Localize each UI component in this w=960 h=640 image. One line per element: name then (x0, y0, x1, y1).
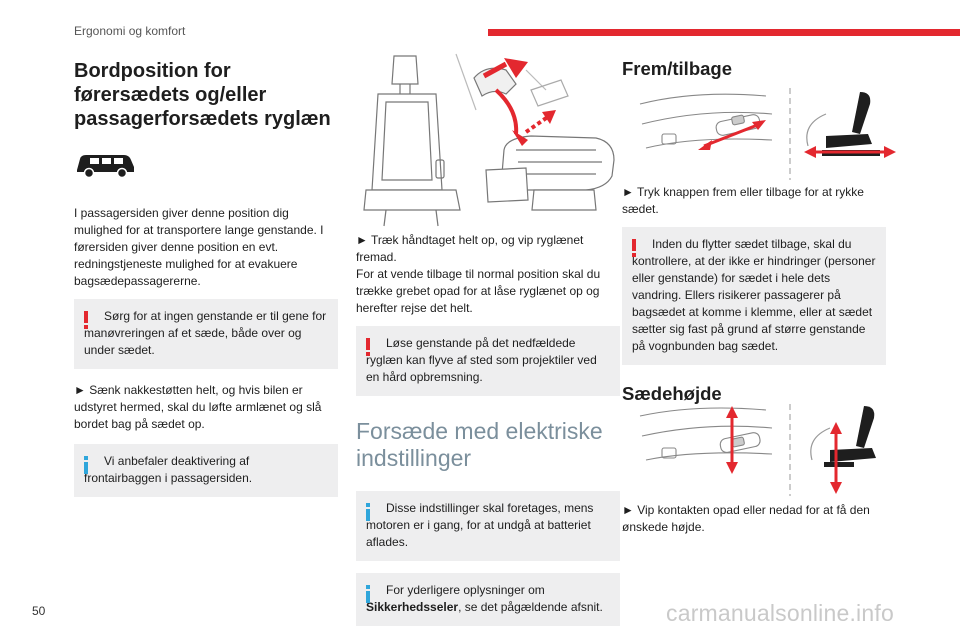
forward-back-step: ► Tryk knappen frem eller tilbage for at… (622, 185, 864, 216)
height-step: ► Vip kontakten opad eller nedad for at … (622, 503, 870, 534)
section-heading-frem-tilbage: Frem/tilbage (622, 58, 732, 79)
warning-box: Sørg for at ingen genstande er til gene … (74, 299, 338, 369)
warning-icon (632, 239, 636, 257)
info-icon (84, 456, 88, 474)
warning-icon (366, 338, 370, 356)
info-icon (366, 585, 370, 603)
column-right-bottom: ► Vip kontakten opad eller nedad for at … (622, 502, 886, 536)
info-text-post: , se det pågældende afsnit. (458, 600, 603, 614)
column-left: Bordposition for førersædets og/eller pa… (74, 52, 338, 497)
column-right-lower: ► Tryk knappen frem eller tilbage for at… (622, 184, 886, 405)
warning-icon (84, 311, 88, 329)
warning-text: Løse genstande på det nedfældede ryglæn … (366, 336, 597, 384)
van-icon (74, 151, 338, 181)
info-box-seatbelts: For yderligere oplysninger om Sikkerheds… (356, 573, 620, 626)
intro-paragraph: I passagersiden giver denne position dig… (74, 206, 324, 288)
seat-fold-illustration (356, 50, 620, 228)
seat-forward-back-illustration (636, 84, 898, 180)
info-box-engine: Disse indstillinger skal foretages, mens… (356, 491, 620, 561)
section-heading-electric-seat: Forsæde med elektriske indstillinger (356, 418, 603, 471)
section-heading-saedehojde: Sædehøjde (622, 383, 722, 404)
info-text-bold: Sikkerhedsseler (366, 600, 459, 614)
column-middle: ► Træk håndtaget helt op, og vip ryglæne… (356, 232, 620, 626)
info-icon (366, 503, 370, 521)
watermark: carmanualsonline.info (666, 600, 894, 626)
section-title: Ergonomi og komfort (74, 24, 186, 38)
column-right: Frem/tilbage (622, 58, 886, 80)
seat-height-illustration (636, 400, 898, 496)
page-number: 50 (32, 604, 46, 618)
info-text-pre: For yderligere oplysninger om (386, 583, 545, 597)
warning-box-obstacles: Inden du flytter sædet tilbage, skal du … (622, 227, 886, 365)
warning-box-loose-objects: Løse genstande på det nedfældede ryglæn … (356, 326, 620, 396)
info-box: Vi anbefaler deaktivering af frontairbag… (74, 444, 338, 497)
header-accent-bar (488, 29, 960, 36)
warning-text: Sørg for at ingen genstande er til gene … (84, 309, 327, 357)
warning-text: Inden du flytter sædet tilbage, skal du … (632, 237, 876, 353)
return-paragraph: For at vende tilbage til normal position… (356, 267, 601, 315)
info-text: Disse indstillinger skal foretages, mens… (366, 501, 594, 549)
fold-step-paragraph: ► Træk håndtaget helt op, og vip ryglæne… (356, 233, 584, 264)
info-text: Vi anbefaler deaktivering af frontairbag… (84, 454, 253, 485)
step-paragraph: ► Sænk nakkestøtten helt, og hvis bilen … (74, 383, 322, 431)
section-heading-bordposition: Bordposition for førersædets og/eller pa… (74, 60, 331, 130)
